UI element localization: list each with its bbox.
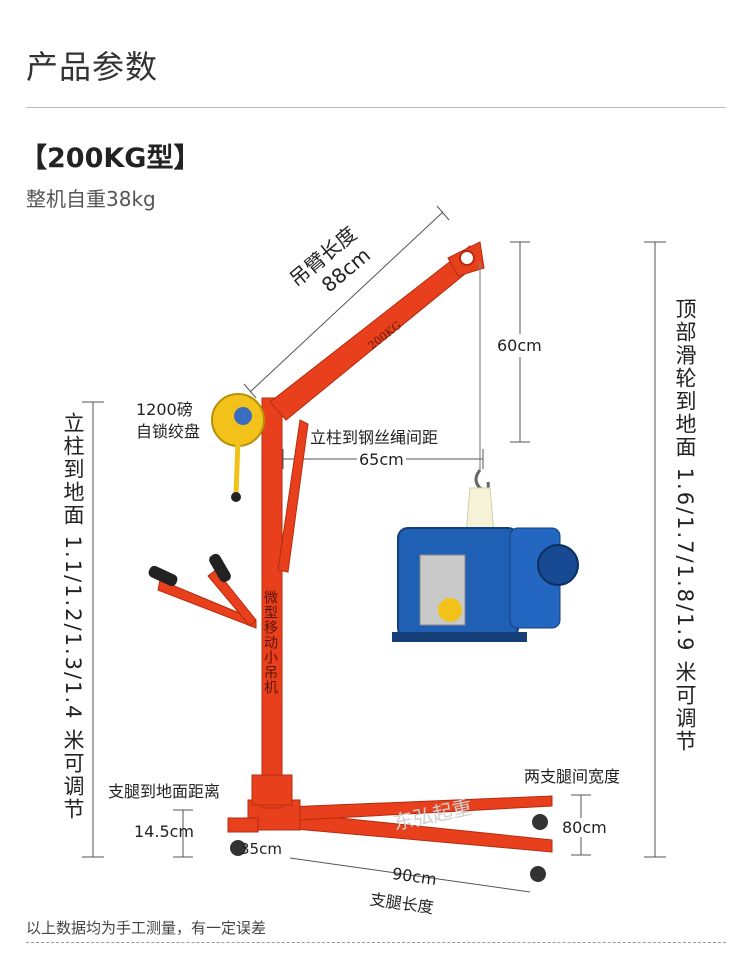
leg-spacing-title: 两支腿间宽度 — [524, 767, 621, 786]
footer-divider — [26, 942, 726, 943]
weight-label: 整机自重38kg — [26, 187, 156, 211]
column-print: 微型移动小吊机 — [262, 590, 278, 695]
divider — [26, 107, 726, 108]
caster-value: 35cm — [240, 840, 282, 858]
leg-to-ground-value: 14.5cm — [134, 822, 195, 841]
top-pulley-height: 60cm — [497, 334, 542, 357]
winch-label-line2: 自锁绞盘 — [136, 422, 201, 441]
column-to-rope-title: 立柱到钢丝绳间距 — [310, 428, 439, 447]
model-label: 【200KG型】 — [20, 143, 201, 174]
column-to-rope-value: 65cm — [357, 450, 406, 469]
leg-to-ground-title: 支腿到地面距离 — [108, 782, 221, 801]
footer-note: 以上数据均为手工测量，有一定误差 — [26, 919, 267, 937]
winch-label-line1: 1200磅 — [136, 400, 193, 419]
page-title: 产品参数 — [26, 48, 159, 86]
column-to-ground: 立柱到地面 1.1/1.2/1.3/1.4 米可调节 — [61, 412, 85, 822]
top-pulley-to-ground: 顶部滑轮到地面 1.6/1.7/1.8/1.9 米可调节 — [673, 298, 697, 754]
leg-spacing-value: 80cm — [560, 818, 609, 837]
